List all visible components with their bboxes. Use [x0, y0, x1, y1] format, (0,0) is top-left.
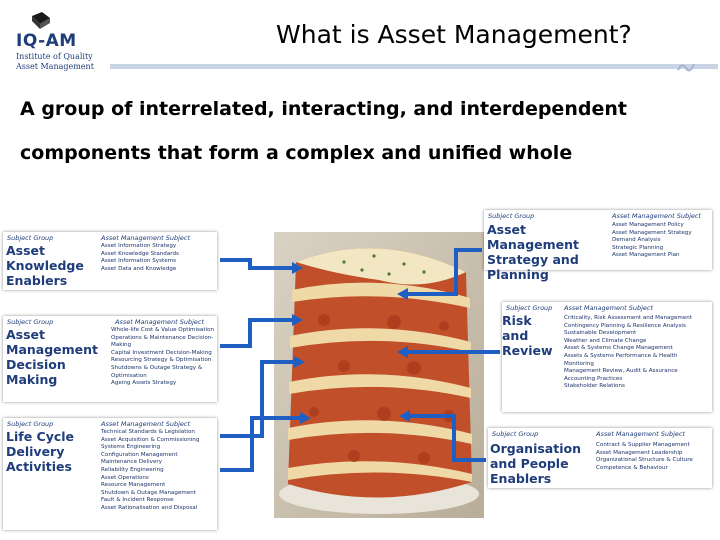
subject-item: Demand Analysis	[612, 237, 661, 244]
subject-list: Whole-life Cost & Value Optimisation Ope…	[111, 327, 214, 388]
col-header-group: Subject Group	[7, 420, 54, 428]
col-header-subject: Asset Management Subject	[596, 430, 686, 438]
subject-list: Contract & Supplier Management Asset Man…	[596, 442, 693, 472]
logo-name: IQ-AM	[16, 31, 77, 51]
subject-item: Monitoring	[564, 360, 594, 367]
page-title: What is Asset Management?	[276, 20, 632, 49]
subject-item: Stakeholder Relations	[564, 383, 625, 390]
subject-list: Asset Information Strategy Asset Knowled…	[101, 243, 179, 273]
subject-item: Organizational Structure & Culture	[596, 457, 693, 464]
swirl-icon	[677, 63, 696, 72]
col-header-group: Subject Group	[7, 318, 54, 326]
subject-item: Asset Management Plan	[612, 252, 680, 259]
subtitle-line1: A group of interrelated, interacting, an…	[20, 98, 627, 120]
subject-item: Strategic Planning	[612, 244, 664, 251]
header-divider	[110, 64, 718, 69]
col-header-subject: Asset Management Subject	[101, 234, 191, 242]
box-risk-and-review: Subject Group Asset Management Subject R…	[502, 302, 712, 412]
subject-item: Weather and Climate Change	[564, 337, 647, 344]
subject-item: Asset Management Policy	[612, 222, 684, 228]
subject-item: Asset & Systems Change Management	[564, 345, 673, 352]
subject-item: Making	[111, 342, 132, 349]
subject-item: Operations & Maintenance Decision-	[111, 334, 214, 341]
box-asset-management-strategy-and-planning: Subject Group Asset Management Subject A…	[484, 210, 712, 282]
subtitle-line2: components that form a complex and unifi…	[20, 142, 573, 164]
iqam-logo: IQ-AM Institute of Quality Asset Managem…	[8, 6, 108, 76]
subject-list: Technical Standards & Legislation Asset …	[101, 429, 199, 513]
subject-item: Maintenance Delivery	[101, 459, 163, 466]
subject-item: Shutdown & Outage Management	[101, 489, 197, 496]
box-asset-management-decision-making: Subject Group Asset Management Subject A…	[3, 316, 217, 402]
subject-item: Resource Management	[101, 482, 166, 489]
subject-item: Configuration Management	[101, 451, 178, 458]
subject-group-title: Risk and Review	[502, 313, 553, 358]
subject-item: Asset Information Systems	[101, 258, 176, 265]
subject-item: Asset Management Leadership	[596, 449, 683, 456]
subject-item: Asset Acquisition & Commissioning	[101, 436, 200, 443]
subject-item: Asset Knowledge Standards	[101, 250, 179, 257]
col-header-group: Subject Group	[506, 304, 553, 312]
subject-item: Management Review, Audit & Assurance	[564, 368, 678, 375]
subject-item: Competence & Behaviour	[596, 464, 668, 471]
subject-item: Optimisation	[111, 372, 147, 379]
subject-item: Technical Standards & Legislation	[101, 429, 195, 435]
subject-group-title: Asset Management Decision Making	[6, 327, 99, 387]
subject-item: Capital Investment Decision-Making	[111, 349, 212, 356]
subject-item: Asset Information Strategy	[101, 243, 177, 249]
subject-item: Fault & Incident Response	[101, 497, 174, 504]
subject-item: Resourcing Strategy & Optimisation	[111, 357, 212, 364]
subject-group-title: Life Cycle Delivery Activities	[6, 429, 75, 474]
subject-item: Shutdowns & Outage Strategy &	[111, 364, 203, 371]
box-life-cycle-delivery-activities: Subject Group Asset Management Subject L…	[3, 418, 217, 530]
logo-subtitle-line2: Asset Management	[16, 62, 94, 71]
subject-item: Contract & Supplier Management	[596, 442, 690, 448]
col-header-subject: Asset Management Subject	[564, 304, 654, 312]
subject-item: Systems Engineering	[101, 444, 161, 451]
col-header-group: Subject Group	[492, 430, 539, 438]
subject-item: Reliability Engineering	[101, 466, 164, 473]
subject-group-title: Asset Management Strategy and Planning	[487, 222, 580, 282]
subject-item: Ageing Assets Strategy	[111, 380, 177, 387]
subject-list: Asset Management Policy Asset Management…	[612, 222, 692, 260]
subject-item: Criticality, Risk Assessment and Managem…	[564, 315, 693, 321]
subject-list: Criticality, Risk Assessment and Managem…	[564, 315, 692, 391]
col-header-group: Subject Group	[7, 234, 54, 242]
lasagna-image	[274, 232, 484, 518]
subject-item: Asset Rationalisation and Disposal	[101, 504, 198, 511]
subject-item: Whole-life Cost & Value Optimisation	[111, 327, 215, 333]
box-asset-knowledge-enablers: Subject Group Asset Management Subject A…	[3, 232, 217, 290]
subject-item: Sustainable Development	[564, 330, 637, 337]
subject-group-title: Organisation and People Enablers	[490, 441, 581, 486]
logo-subtitle-line1: Institute of Quality	[16, 52, 93, 61]
col-header-group: Subject Group	[488, 212, 535, 220]
subject-item: Assets & Systems Performance & Health	[564, 352, 678, 359]
subject-group-title: Asset Knowledge Enablers	[6, 243, 84, 288]
col-header-subject: Asset Management Subject	[612, 212, 702, 220]
subject-item: Contingency Planning & Resilience Analys…	[564, 322, 686, 329]
col-header-subject: Asset Management Subject	[101, 420, 191, 428]
col-header-subject: Asset Management Subject	[115, 318, 205, 326]
subject-item: Accounting Practices	[564, 375, 623, 382]
book-icon	[32, 12, 50, 29]
subject-item: Asset Operations	[101, 474, 149, 481]
subject-item: Asset Management Strategy	[612, 229, 692, 236]
subject-item: Asset Data and Knowledge	[101, 265, 177, 272]
box-organisation-and-people-enablers: Subject Group Asset Management Subject O…	[488, 428, 712, 488]
